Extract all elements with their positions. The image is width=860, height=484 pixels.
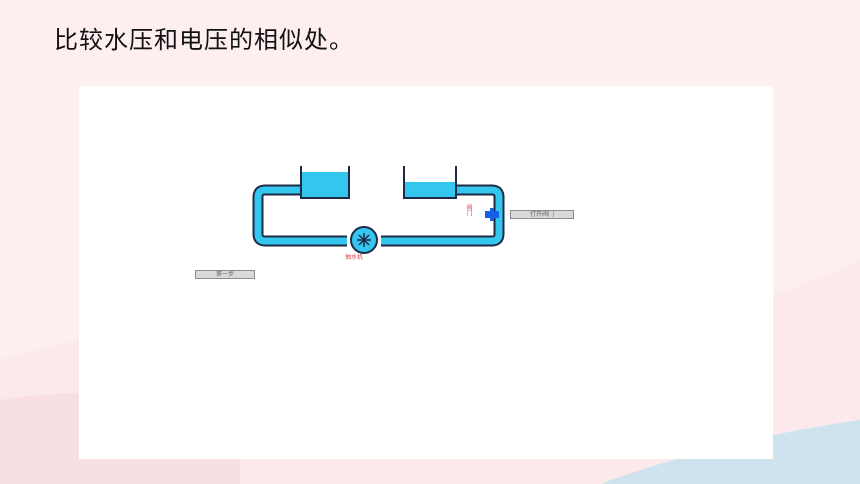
step-one-button[interactable]: 第一步	[195, 270, 255, 279]
slide-title: 比较水压和电压的相似处。	[54, 26, 354, 54]
animation-panel: 抽水机 阀门 第一步 打开阀门	[79, 86, 773, 459]
valve-icon[interactable]	[485, 208, 499, 221]
water-circuit-diagram	[252, 166, 505, 254]
pipe	[252, 184, 505, 247]
open-valve-button[interactable]: 打开阀门	[510, 210, 574, 219]
pump-icon	[350, 226, 378, 254]
right-water-tank	[403, 166, 457, 199]
pump-label: 抽水机	[345, 254, 364, 261]
valve-label: 阀门	[465, 204, 472, 216]
left-water-tank	[300, 166, 350, 199]
